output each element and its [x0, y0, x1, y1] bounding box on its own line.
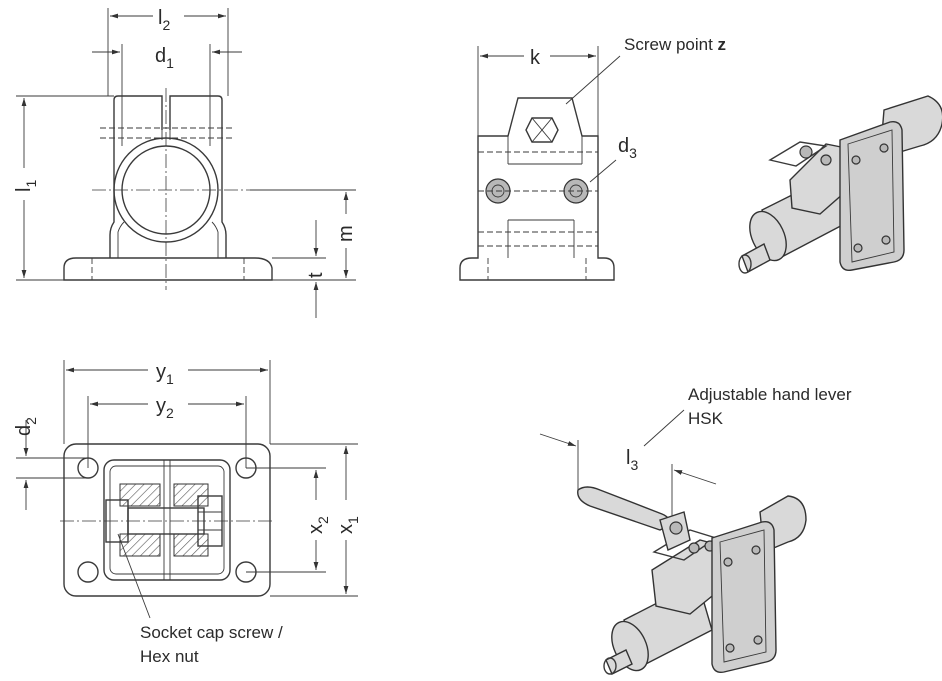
- dim-x1: x1: [335, 516, 361, 534]
- callout-socket-cap-line2: Hex nut: [140, 647, 199, 666]
- dim-l2: l2: [158, 7, 170, 33]
- dim-d1: d1: [155, 45, 174, 71]
- callout-hand-lever-line2: HSK: [688, 409, 724, 428]
- front-view: [16, 8, 356, 318]
- side-view: [459, 46, 621, 281]
- isometric-view-screw: [738, 95, 942, 274]
- dim-x2: x2: [305, 516, 331, 534]
- dim-d2: d2: [13, 417, 39, 436]
- top-view: [16, 360, 358, 619]
- callout-socket-cap-line1: Socket cap screw /: [140, 623, 283, 642]
- dim-y2: y2: [156, 395, 174, 421]
- callout-hand-lever-line1: Adjustable hand lever: [688, 385, 852, 404]
- dim-y1: y1: [156, 361, 174, 387]
- dim-m: m: [335, 225, 357, 242]
- dim-l1: l1: [13, 180, 39, 192]
- callout-screw-point: Screw point z: [624, 35, 726, 54]
- dim-t: t: [305, 272, 327, 278]
- dim-l3: l3: [626, 447, 638, 473]
- isometric-view-lever: [539, 409, 807, 675]
- dim-d3: d3: [618, 135, 637, 161]
- dim-k: k: [530, 47, 541, 69]
